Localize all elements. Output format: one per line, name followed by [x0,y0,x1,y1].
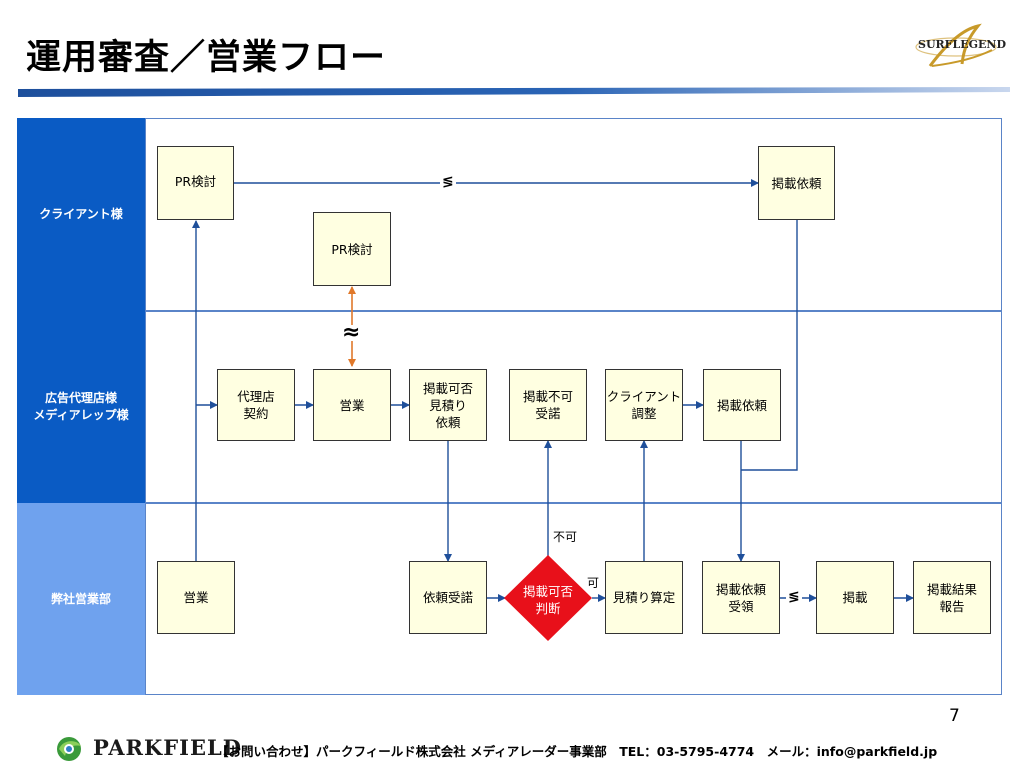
node-pr-review: PR検討 [157,146,234,220]
node-agency-request: 掲載依頼 [703,369,781,441]
lane-label-company: 弊社営業部 [17,503,145,695]
wave-break-client: ≶ [442,174,454,190]
node-client-adjust: クライアント 調整 [605,369,683,441]
title-underline [18,87,1010,97]
parkfield-leaf-icon [57,737,81,761]
decision-label: 掲載可否 判断 [522,584,573,616]
lane-agency-text: 広告代理店様 メディアレップ様 [33,391,129,422]
node-company-sales: 営業 [157,561,235,634]
lane-client-text: クライアント様 [39,207,123,221]
wave-break-company: ≶ [788,589,800,605]
node-client-request: 掲載依頼 [758,146,835,220]
node-reject-accept: 掲載不可 受諾 [509,369,587,441]
page-title: 運用審査／営業フロー [26,38,387,78]
lane-label-client: クライアント様 [17,118,145,311]
node-agency-contract: 代理店 契約 [217,369,295,441]
lane-client [145,118,1002,311]
brand-logo: SURFLEGEND [912,20,1006,72]
page-number: 7 [949,706,960,726]
node-quote-request: 掲載可否 見積り 依頼 [409,369,487,441]
label-fuka: 不可 [553,530,578,544]
node-accept-request: 依頼受諾 [409,561,487,634]
decision-diamond [504,555,592,641]
arrow-client-request-down [741,220,798,471]
label-ka: 可 [587,576,600,590]
node-estimate: 見積り算定 [605,561,683,634]
brand-swirl-icon [915,23,997,67]
node-report: 掲載結果 報告 [913,561,991,634]
parkfield-logo: PARKFIELD [53,734,241,764]
node-agency-sales: 営業 [313,369,391,441]
parkfield-logo-text: PARKFIELD [93,735,242,760]
node-receive-request: 掲載依頼 受領 [702,561,780,634]
node-pr-review-2: PR検討 [313,212,391,286]
brand-logo-text: SURFLEGEND [918,38,1006,51]
approx-break: ≈ [342,320,361,345]
node-publish: 掲載 [816,561,894,634]
lane-label-agency: 広告代理店様 メディアレップ様 [17,311,145,503]
footer-contact: 【お問い合わせ】パークフィールド株式会社 メディアレーダー事業部 TEL：03-… [216,744,938,759]
lane-company-text: 弊社営業部 [50,591,111,606]
